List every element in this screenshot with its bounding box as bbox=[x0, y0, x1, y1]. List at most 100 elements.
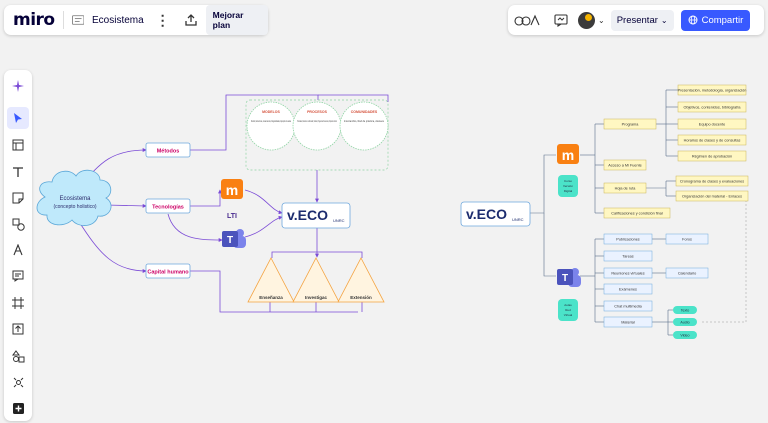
node-calificaciones[interactable] bbox=[603, 207, 671, 219]
triangle-ensenanza[interactable]: Enseñanza bbox=[247, 257, 295, 303]
pill-audio[interactable] bbox=[673, 318, 697, 326]
svg-text:m: m bbox=[562, 147, 574, 163]
svg-text:Extensión: Extensión bbox=[350, 295, 372, 300]
circle-comunidades[interactable]: COMUNIDADES Intercambio, Red de práctica… bbox=[339, 101, 389, 151]
svg-text:Versión: Versión bbox=[563, 184, 573, 188]
node-presentacion[interactable] bbox=[677, 84, 747, 96]
svg-text:Exámenes: Exámenes bbox=[619, 288, 637, 292]
more-options-icon[interactable]: ⋮ bbox=[155, 11, 170, 28]
svg-text:Texto: Texto bbox=[681, 309, 690, 313]
ai-sparkle-icon[interactable] bbox=[7, 75, 29, 97]
veco-logo-box-left[interactable]: v.ECO UNRC bbox=[281, 202, 351, 229]
cylinder-aulas[interactable]: Aulas Red Virtual bbox=[558, 299, 578, 321]
svg-text:MODELOS: MODELOS bbox=[262, 110, 280, 114]
svg-text:UNRC: UNRC bbox=[333, 218, 345, 223]
frame-icon[interactable] bbox=[7, 292, 29, 314]
svg-text:COMUNIDADES: COMUNIDADES bbox=[351, 110, 378, 114]
circle-procesos[interactable]: PROCESOS Tutoriales, Recursos multimedia… bbox=[292, 101, 342, 151]
svg-text:Material: Material bbox=[621, 321, 635, 325]
teams-icon[interactable]: T bbox=[222, 229, 246, 248]
export-icon[interactable] bbox=[184, 13, 198, 27]
node-programa[interactable] bbox=[603, 118, 657, 130]
svg-text:Red: Red bbox=[565, 308, 571, 312]
svg-text:Audio: Audio bbox=[680, 321, 689, 325]
moodle-icon-right[interactable]: m bbox=[557, 144, 579, 164]
node-chat[interactable] bbox=[603, 300, 653, 312]
node-material[interactable] bbox=[603, 316, 653, 328]
node-foros[interactable] bbox=[665, 233, 709, 245]
node-horarios[interactable] bbox=[677, 134, 747, 146]
svg-text:Régimen de aprobación: Régimen de aprobación bbox=[692, 155, 732, 159]
board-icon bbox=[71, 15, 84, 25]
branch-metodos[interactable]: Métodos bbox=[145, 142, 191, 158]
svg-text:Cronograma de clases y evaluac: Cronograma de clases y evaluaciones bbox=[680, 180, 744, 184]
teams-icon-right[interactable]: T bbox=[557, 268, 581, 287]
comment-tool-icon[interactable] bbox=[7, 265, 29, 287]
pill-texto[interactable] bbox=[673, 306, 697, 314]
svg-text:UNRC: UNRC bbox=[512, 217, 524, 222]
svg-text:Curso: Curso bbox=[564, 179, 572, 183]
shapes-icon[interactable] bbox=[7, 213, 29, 235]
user-avatar[interactable] bbox=[578, 11, 595, 29]
miro-logo[interactable]: miro bbox=[13, 10, 55, 30]
comment-icon[interactable] bbox=[554, 13, 568, 27]
triangle-investigacion[interactable]: Investigac bbox=[292, 257, 340, 303]
cylinder-curso[interactable]: Curso Versión Digital bbox=[558, 175, 578, 197]
node-reuniones[interactable] bbox=[603, 267, 653, 279]
veco-logo-box-right[interactable]: v.ECO UNRC bbox=[460, 201, 531, 227]
node-publicaciones[interactable] bbox=[603, 233, 653, 245]
right-mind-map: v.ECO UNRC m Curso Versión Digital T Aul… bbox=[460, 84, 749, 339]
svg-text:m: m bbox=[226, 182, 238, 198]
svg-text:Tecnologías: Tecnologías bbox=[152, 205, 184, 211]
svg-text:Reuniones virtuales: Reuniones virtuales bbox=[611, 272, 644, 276]
branch-tecnologias[interactable]: Tecnologías bbox=[145, 198, 191, 214]
pen-icon[interactable] bbox=[7, 239, 29, 261]
collaboration-bar: ⌄ Presentar⌄ Compartir bbox=[508, 5, 764, 35]
share-button[interactable]: Compartir bbox=[680, 9, 751, 31]
present-button[interactable]: Presentar⌄ bbox=[610, 9, 674, 31]
svg-text:Foros: Foros bbox=[682, 238, 692, 242]
ecosistema-cloud[interactable]: Ecosistema (concepto holistico) bbox=[36, 169, 112, 226]
upgrade-button[interactable]: Mejorar plan bbox=[205, 5, 268, 35]
node-examenes[interactable] bbox=[603, 283, 653, 295]
svg-text:T: T bbox=[562, 273, 568, 284]
node-regimen[interactable] bbox=[677, 150, 747, 162]
more-apps-icon[interactable] bbox=[7, 345, 29, 367]
board-title[interactable]: Ecosistema bbox=[91, 14, 144, 26]
svg-text:Intercambio, Red de práctica,: Intercambio, Red de práctica, Ateneos bbox=[344, 119, 385, 123]
triangle-extension[interactable]: Extensión bbox=[337, 257, 385, 303]
lti-label: LTI bbox=[227, 213, 237, 220]
svg-text:T: T bbox=[227, 235, 233, 246]
svg-text:Capital humano: Capital humano bbox=[147, 270, 189, 276]
svg-text:Objetivos, contenidos, bibliog: Objetivos, contenidos, bibliografía bbox=[684, 106, 742, 110]
reactions-icon[interactable] bbox=[514, 13, 540, 27]
node-tareas[interactable] bbox=[603, 250, 653, 262]
node-equipo[interactable] bbox=[677, 118, 747, 130]
branch-capital-humano[interactable]: Capital humano bbox=[145, 263, 191, 279]
select-cursor-icon[interactable] bbox=[7, 107, 29, 129]
connectors-icon[interactable] bbox=[7, 371, 29, 393]
pill-video[interactable] bbox=[673, 331, 697, 339]
svg-text:Calificaciones y condición fin: Calificaciones y condición final bbox=[611, 212, 663, 216]
svg-text:Métodos: Métodos bbox=[157, 149, 180, 155]
node-acceso[interactable] bbox=[603, 159, 647, 171]
moodle-icon[interactable]: m bbox=[221, 179, 243, 199]
node-calendario[interactable] bbox=[665, 267, 709, 279]
svg-text:Tareas: Tareas bbox=[622, 255, 633, 259]
node-cronograma[interactable] bbox=[675, 175, 749, 187]
upload-icon[interactable] bbox=[7, 318, 29, 340]
node-objetivos[interactable] bbox=[677, 101, 747, 113]
add-icon[interactable] bbox=[7, 397, 29, 419]
node-hoja-de-ruta[interactable] bbox=[603, 182, 647, 194]
svg-text:Hoja de ruta: Hoja de ruta bbox=[615, 187, 637, 191]
cloud-subtitle: (concepto holistico) bbox=[53, 204, 96, 210]
svg-text:Digital: Digital bbox=[564, 189, 573, 193]
sticky-note-icon[interactable] bbox=[7, 187, 29, 209]
node-organizacion[interactable] bbox=[675, 190, 749, 202]
template-icon[interactable] bbox=[7, 134, 29, 156]
circle-modelos[interactable]: MODELOS Diseño, Estructuras, Lineamiento… bbox=[246, 101, 296, 151]
text-icon[interactable] bbox=[7, 161, 29, 183]
svg-text:v.ECO: v.ECO bbox=[287, 207, 328, 223]
chevron-down-icon[interactable]: ⌄ bbox=[598, 15, 605, 25]
